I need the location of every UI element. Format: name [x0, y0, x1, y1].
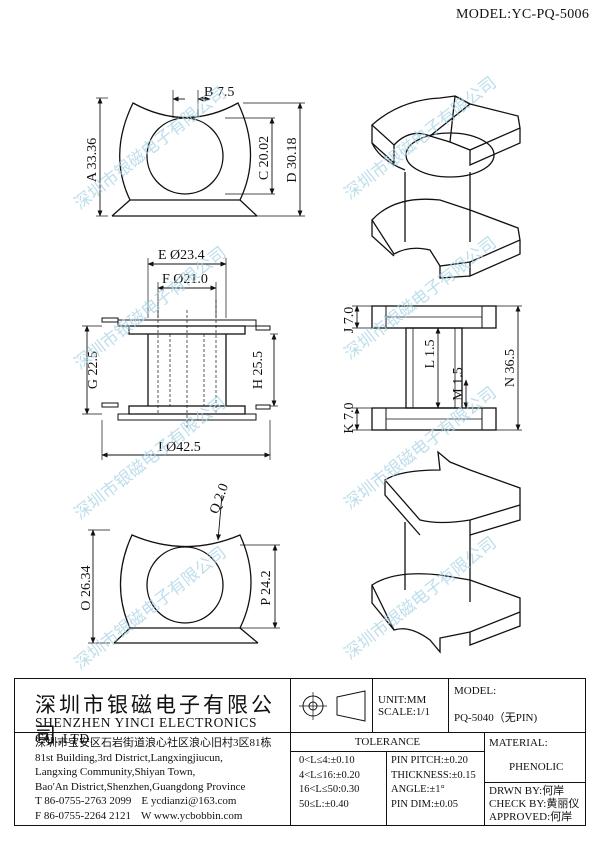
- tolerance-item: 16<L≤50:0.30: [299, 784, 360, 796]
- company-cell: 深圳市银磁电子有限公司 SHENZHEN YINCI ELECTRONICS C…: [15, 679, 291, 747]
- unit-label: UNIT:MM: [378, 694, 427, 706]
- dim-e: E Ø23.4: [158, 248, 205, 263]
- front-view-left-tab: [101, 317, 119, 323]
- front-view-right-tab: [255, 325, 271, 331]
- top-view-outline: [119, 102, 252, 201]
- model-cell: MODEL: PQ-5040（无PIN): [449, 679, 585, 733]
- dim-j: J 7.0: [342, 307, 357, 333]
- company-name-en: SHENZHEN YINCI ELECTRONICS CO.,LTD.: [35, 715, 258, 746]
- bottom-view-bore: [146, 546, 224, 624]
- projection-symbol-cell: [291, 679, 373, 733]
- side-view-core: [405, 327, 463, 409]
- address-cell: 深圳市宝安区石岩街道浪心社区浪心旧村3区81栋 81st Building,3r…: [15, 733, 291, 825]
- dim-k: K 7.0: [342, 402, 357, 433]
- model-label: MODEL:: [454, 685, 497, 697]
- bottom-view: [88, 494, 280, 644]
- tolerance-length-list: 0<L≤4:±0.10 4<L≤16:±0.20 16<L≤50:0.30 50…: [291, 751, 387, 825]
- dim-c: C 20.02: [257, 136, 272, 180]
- isometric-view-top: [371, 95, 521, 279]
- isometric-view-bottom: [371, 450, 521, 654]
- dim-q: Q 2.0: [207, 482, 232, 516]
- material-value: PHENOLIC: [509, 761, 564, 773]
- material-cell: MATERIAL: PHENOLIC: [485, 733, 585, 783]
- address-line-cn: 深圳市宝安区石岩街道浪心社区浪心旧村3区81栋: [35, 737, 272, 749]
- model-value: PQ-5040（无PIN): [454, 712, 538, 724]
- dim-a: A 33.36: [85, 138, 100, 182]
- top-view: [96, 90, 305, 217]
- dim-d: D 30.18: [285, 137, 300, 182]
- tolerance-item: 0<L≤4:±0.10: [299, 755, 355, 766]
- dim-h: H 25.5: [251, 351, 266, 389]
- address-line: Langxing Community,Shiyan Town,: [35, 766, 196, 779]
- dim-i: I Ø42.5: [158, 440, 201, 455]
- watermark-text: 深圳市银磁电子有限公司: [341, 533, 501, 664]
- tolerance-item: THICKNESS:±0.15: [391, 769, 476, 781]
- tolerance-item: 4<L≤16:±0.20: [299, 769, 360, 781]
- dim-b: B 7.5: [204, 85, 234, 100]
- website: W www.ycbobbin.com: [140, 809, 243, 822]
- drawn-by: DRWN BY:何岸: [489, 785, 565, 797]
- top-view-bore: [146, 117, 224, 195]
- watermark-text: 深圳市银磁电子有限公司: [341, 73, 501, 204]
- email: E ycdianzi@163.com: [141, 795, 237, 808]
- dim-p: P 24.2: [259, 570, 274, 605]
- tolerance-item: PIN PITCH:±0.20: [391, 755, 468, 766]
- tolerance-item: ANGLE:±1°: [391, 784, 445, 796]
- watermark-text: 深圳市银磁电子有限公司: [71, 543, 231, 674]
- approved-by: APPROVED:何岸: [489, 811, 573, 823]
- dim-g: G 22.5: [86, 351, 101, 389]
- fax: F 86-0755-2264 2121: [35, 809, 131, 822]
- dim-o: O 26.34: [79, 565, 94, 610]
- model-code: MODEL:YC-PQ-5006: [456, 7, 590, 22]
- telephone: T 86-0755-2763 2099: [35, 795, 132, 808]
- watermark-text: 深圳市银磁电子有限公司: [71, 243, 231, 374]
- dim-l: L 1.5: [423, 339, 438, 368]
- title-block: 深圳市银磁电子有限公司 SHENZHEN YINCI ELECTRONICS C…: [14, 678, 586, 826]
- watermark-text: 深圳市银磁电子有限公司: [341, 383, 501, 514]
- front-view: [82, 258, 278, 460]
- unit-scale-cell: UNIT:MM SCALE:1/1: [373, 679, 449, 733]
- address-line: 81st Building,3rd District,Langxingjiucu…: [35, 751, 223, 764]
- tolerance-item: 50≤L:±0.40: [299, 798, 349, 810]
- dim-n: N 36.5: [503, 349, 518, 387]
- side-view: [352, 305, 522, 431]
- signoff-cell: DRWN BY:何岸 CHECK BY:黄丽仪 APPROVED:何岸: [485, 783, 585, 825]
- checked-by: CHECK BY:黄丽仪: [489, 798, 580, 810]
- projection-symbol-icon: [299, 690, 366, 722]
- company-name-cn: 深圳市银磁电子有限公司: [35, 693, 275, 747]
- watermark-text: 深圳市银磁电子有限公司: [341, 233, 501, 364]
- material-label: MATERIAL:: [489, 737, 548, 749]
- scale-label: SCALE:1/1: [378, 706, 430, 718]
- tolerance-other-list: PIN PITCH:±0.20 THICKNESS:±0.15 ANGLE:±1…: [387, 751, 485, 825]
- tolerance-cell: TOLERANCE 0<L≤4:±0.10 4<L≤16:±0.20 16<L≤…: [291, 733, 485, 825]
- address-line: Bao'An District,Shenzhen,Guangdong Provi…: [35, 780, 246, 793]
- dim-f: F Ø21.0: [162, 272, 208, 287]
- tolerance-item: PIN DIM:±0.05: [391, 798, 459, 810]
- watermark-text: 深圳市银磁电子有限公司: [71, 393, 231, 524]
- tolerance-title: TOLERANCE: [291, 733, 484, 752]
- dim-m: M 1.5: [451, 367, 466, 400]
